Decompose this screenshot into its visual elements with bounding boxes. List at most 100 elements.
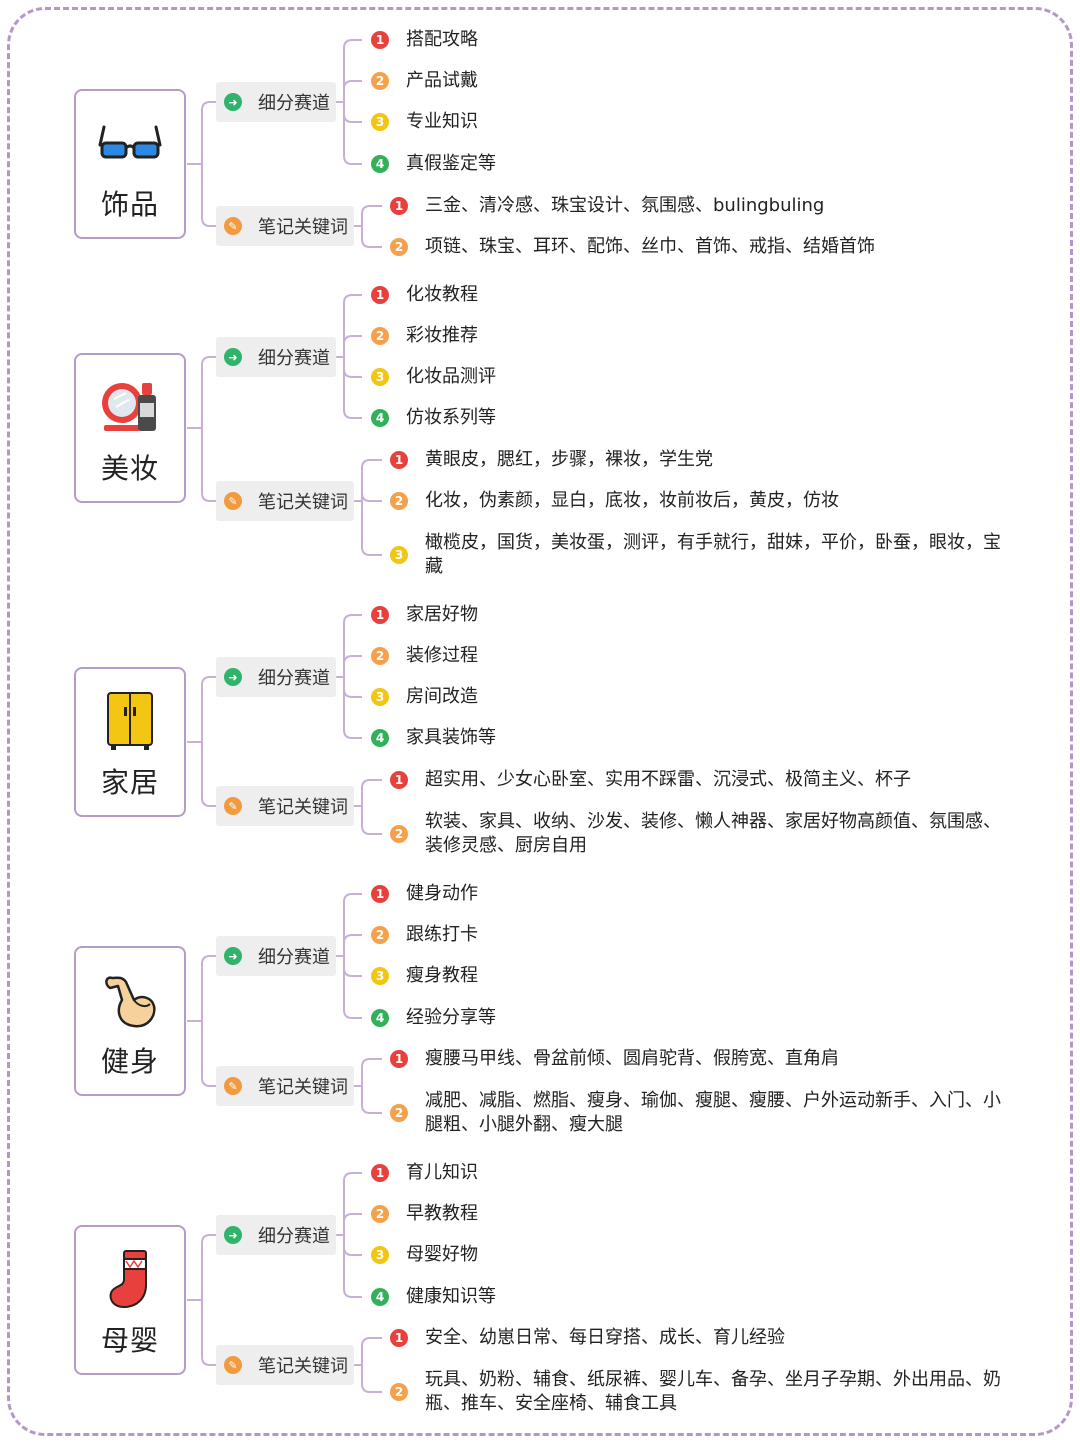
keyword-text: 玩具、奶粉、辅食、纸尿裤、婴儿车、备孕、坐月子孕期、外出用品、奶瓶、推车、安全座… [425, 1369, 1001, 1414]
track-text: 健身动作 [406, 883, 478, 904]
keyword-text: 超实用、少女心卧室、实用不踩雷、沉浸式、极简主义、杯子 [425, 769, 911, 790]
number-badge-icon: 1 [371, 31, 389, 49]
branch-track: ➜细分赛道 [216, 936, 336, 976]
number-badge-icon: 2 [371, 327, 389, 345]
connector-line [343, 102, 362, 165]
connector-line [201, 428, 216, 502]
number-badge-icon: 1 [371, 286, 389, 304]
branch-label: 细分赛道 [258, 668, 330, 689]
connector-line [343, 956, 362, 977]
number-badge-icon: 2 [390, 1383, 408, 1401]
connector-line [361, 501, 382, 556]
connector-line [361, 779, 382, 806]
connector-line [201, 356, 216, 428]
connector-line [343, 102, 362, 123]
branch-keywords: ✎笔记关键词 [216, 1345, 354, 1385]
glasses-icon [98, 115, 162, 171]
connector-line [361, 226, 382, 248]
connector-line [361, 1058, 382, 1086]
number-badge-icon: 2 [390, 238, 408, 256]
branch-track: ➜细分赛道 [216, 1215, 336, 1255]
number-badge-icon: 4 [371, 155, 389, 173]
connector-line [201, 101, 216, 164]
pencil-icon: ✎ [224, 797, 242, 815]
track-text: 经验分享等 [406, 1007, 496, 1028]
pencil-icon: ✎ [224, 217, 242, 235]
connector-line [343, 934, 362, 956]
keyword-text: 三金、清冷感、珠宝设计、氛围感、bulingbuling [425, 195, 825, 216]
connector-line [201, 955, 216, 1021]
branch-label: 笔记关键词 [258, 492, 348, 513]
dashed-frame [7, 7, 1073, 1436]
connector-line [361, 1365, 382, 1393]
number-badge-icon: 3 [371, 688, 389, 706]
number-badge-icon: 1 [371, 885, 389, 903]
track-text: 彩妆推荐 [406, 325, 478, 346]
track-item: 2 装修过程 [371, 644, 478, 668]
number-badge-icon: 2 [371, 647, 389, 665]
keyword-text: 橄榄皮，国货，美妆蛋，测评，有手就行，甜妹，平价，卧蚕，眼妆，宝藏 [425, 532, 1001, 577]
branch-keywords: ✎笔记关键词 [216, 1066, 354, 1106]
connector-line [343, 294, 362, 357]
number-badge-icon: 1 [390, 1329, 408, 1347]
connector-line [343, 357, 362, 378]
keyword-text: 黄眼皮，腮红，步骤，裸妆，学生党 [425, 449, 713, 470]
number-badge-icon: 1 [371, 1164, 389, 1182]
connector-line [343, 39, 362, 102]
wardrobe-icon [98, 692, 162, 750]
category-node: 母婴 [74, 1225, 186, 1375]
number-badge-icon: 1 [390, 197, 408, 215]
connector-line [361, 492, 382, 502]
connector-line [361, 459, 382, 501]
number-badge-icon: 4 [371, 1288, 389, 1306]
branch-label: 细分赛道 [258, 93, 330, 114]
branch-label: 笔记关键词 [258, 1077, 348, 1098]
track-text: 装修过程 [406, 645, 478, 666]
keyword-text: 软装、家具、收纳、沙发、装修、懒人神器、家居好物高颜值、氛围感、装修灵感、厨房自… [425, 811, 1001, 856]
track-text: 母婴好物 [406, 1244, 478, 1265]
category-label: 健身 [100, 1045, 159, 1078]
connector-line [201, 164, 216, 227]
track-text: 家具装饰等 [406, 727, 496, 748]
keyword-item: 1 三金、清冷感、珠宝设计、氛围感、bulingbuling [390, 194, 1010, 218]
branch-keywords: ✎笔记关键词 [216, 481, 354, 521]
connector-line [201, 676, 216, 742]
branch-track: ➜ 细分赛道 [216, 82, 336, 122]
runner-icon: ➜ [224, 348, 242, 366]
sock-icon [98, 1250, 162, 1309]
track-text: 育儿知识 [406, 1162, 478, 1183]
track-text: 真假鉴定等 [406, 153, 496, 174]
track-text: 跟练打卡 [406, 924, 478, 945]
track-text: 仿妆系列等 [406, 407, 496, 428]
branch-label: 细分赛道 [258, 947, 330, 968]
connector-line [361, 205, 382, 226]
number-badge-icon: 2 [390, 1104, 408, 1122]
connector-line [343, 655, 362, 677]
connector-line [361, 806, 382, 835]
branch-track: ➜细分赛道 [216, 337, 336, 377]
category-node: 健身 [74, 946, 186, 1096]
track-text: 房间改造 [406, 686, 478, 707]
branch-label: 细分赛道 [258, 1226, 330, 1247]
runner-icon: ➜ [224, 93, 242, 111]
number-badge-icon: 3 [371, 113, 389, 131]
track-item: 2 彩妆推荐 [371, 324, 478, 348]
category-node: 美妆 [74, 353, 186, 503]
